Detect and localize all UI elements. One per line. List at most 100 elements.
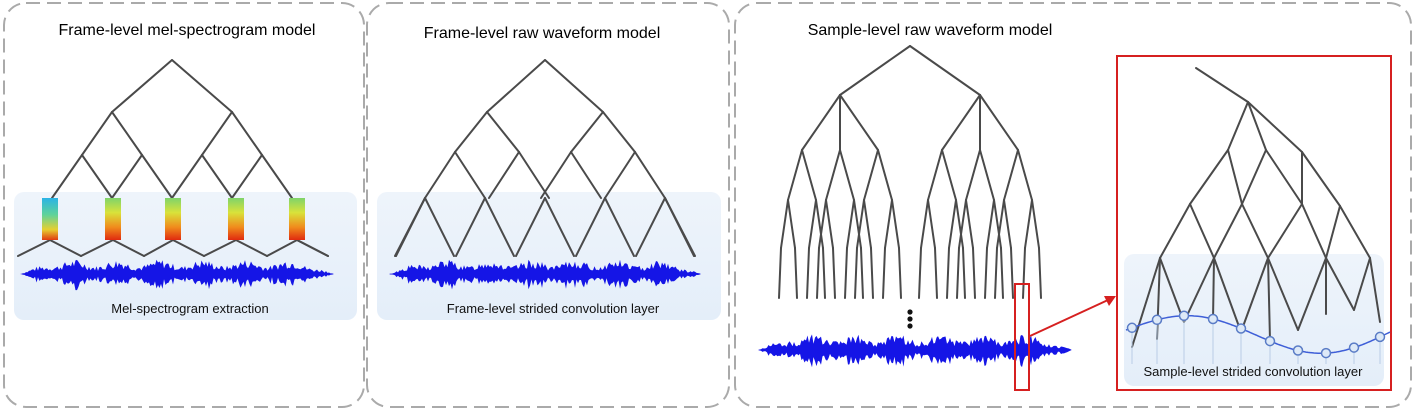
tree-edge xyxy=(1241,203,1269,259)
tree-edge xyxy=(863,149,879,201)
shaded-region xyxy=(14,192,357,320)
highlight-box xyxy=(1014,283,1030,391)
ellipsis-dot xyxy=(907,309,913,315)
waveform xyxy=(20,259,334,291)
tree-edge xyxy=(540,151,572,199)
tree-edge xyxy=(815,199,824,249)
tree-edge xyxy=(818,199,827,249)
tree-edge xyxy=(112,239,145,257)
sample-point xyxy=(1292,345,1304,356)
tree-edge xyxy=(1267,257,1271,341)
tree-edge xyxy=(927,199,936,249)
tree-edge xyxy=(787,149,803,201)
tree-edge xyxy=(111,111,143,156)
tree-edge xyxy=(839,45,911,96)
spectrogram-frame xyxy=(228,198,244,240)
spectrogram-frame xyxy=(42,198,58,240)
tree-edges xyxy=(17,59,329,257)
tree-edge xyxy=(664,197,696,257)
tree-edge xyxy=(454,151,486,199)
tree-edge xyxy=(920,199,929,249)
tree-edge xyxy=(81,154,113,199)
tree-edge xyxy=(870,247,874,299)
tree-edge xyxy=(884,199,893,249)
panel-title: Sample-level raw waveform model xyxy=(808,22,1053,39)
tree-edge xyxy=(143,239,174,257)
tree-edge xyxy=(1195,67,1249,103)
tree-edge xyxy=(853,199,862,249)
tree-edge xyxy=(801,149,817,201)
tree-edge xyxy=(1247,101,1267,151)
spectrogram-frame xyxy=(289,198,305,240)
tree-edge xyxy=(394,197,426,257)
tree-edge xyxy=(172,239,205,257)
tree-edge xyxy=(261,154,293,199)
tree-edge xyxy=(825,149,841,201)
tree-edge xyxy=(877,149,893,201)
tree-edge xyxy=(825,199,834,249)
tree-edge xyxy=(1247,101,1303,153)
tree-edge xyxy=(1003,149,1019,201)
tree-edge xyxy=(1241,149,1267,205)
tree-edge xyxy=(634,151,666,199)
panel-frame-raw-waveform: Frame-level raw waveform model Frame-lev… xyxy=(366,2,730,408)
tree-edge xyxy=(822,247,826,299)
tree-edge xyxy=(948,199,957,249)
tree-edge xyxy=(201,111,233,156)
tree-edge xyxy=(1159,203,1191,259)
sample-point xyxy=(1126,322,1138,334)
tree-edge xyxy=(1189,149,1229,205)
ellipsis-dots xyxy=(907,309,913,329)
zoom-arrowhead xyxy=(1104,296,1116,306)
tree-edge xyxy=(1212,257,1215,321)
panel-caption: Frame-level strided convolution layer xyxy=(447,301,660,316)
tree-edge xyxy=(863,199,872,249)
tree-edge xyxy=(1031,199,1040,249)
tree-edge xyxy=(979,149,995,201)
tree-edge xyxy=(235,239,268,257)
zoom-arrow xyxy=(1029,299,1109,337)
tree-edge xyxy=(882,247,886,299)
panel-title: Frame-level mel-spectrogram model xyxy=(59,22,316,39)
tree-edge xyxy=(934,247,938,299)
tree-edge xyxy=(111,59,173,113)
tree-edge xyxy=(965,149,981,201)
tree-edge xyxy=(1265,149,1303,205)
tree-edge xyxy=(49,239,82,257)
sample-point xyxy=(1178,310,1190,322)
tree-edge xyxy=(544,59,604,113)
sample-point xyxy=(1348,342,1360,353)
sample-point xyxy=(1207,313,1219,325)
waveform xyxy=(389,259,701,290)
tree-edge xyxy=(856,199,865,249)
tree-edge xyxy=(486,111,520,153)
tree-edge xyxy=(816,247,820,299)
tree-edge xyxy=(1022,247,1026,299)
tree-edge xyxy=(962,247,966,299)
tree-edge xyxy=(909,45,981,96)
tree-edge xyxy=(81,111,113,156)
tree-edge xyxy=(794,247,798,299)
tree-edge xyxy=(1267,257,1299,331)
tree-edge xyxy=(1131,257,1161,348)
tree-edge xyxy=(602,111,636,153)
tree-edge xyxy=(17,239,51,257)
sample-point xyxy=(1151,314,1163,326)
tree-edge xyxy=(570,111,604,153)
tree-edge xyxy=(979,94,1019,151)
tree-edge xyxy=(80,239,114,257)
tree-edge xyxy=(956,247,960,299)
tree-edge xyxy=(488,151,520,199)
tree-edge xyxy=(266,239,298,257)
tree-edge xyxy=(575,197,606,257)
tree-edge xyxy=(780,199,789,249)
tree-edge xyxy=(846,199,855,249)
panel-title: Frame-level raw waveform model xyxy=(424,25,661,42)
tree-edge xyxy=(1227,149,1243,205)
tree-edge xyxy=(201,154,233,199)
tree-edge xyxy=(941,149,957,201)
tree-edge xyxy=(1301,151,1341,207)
tree-edge xyxy=(801,94,841,151)
spectrogram-frame xyxy=(105,198,121,240)
tree-edge xyxy=(984,247,988,299)
